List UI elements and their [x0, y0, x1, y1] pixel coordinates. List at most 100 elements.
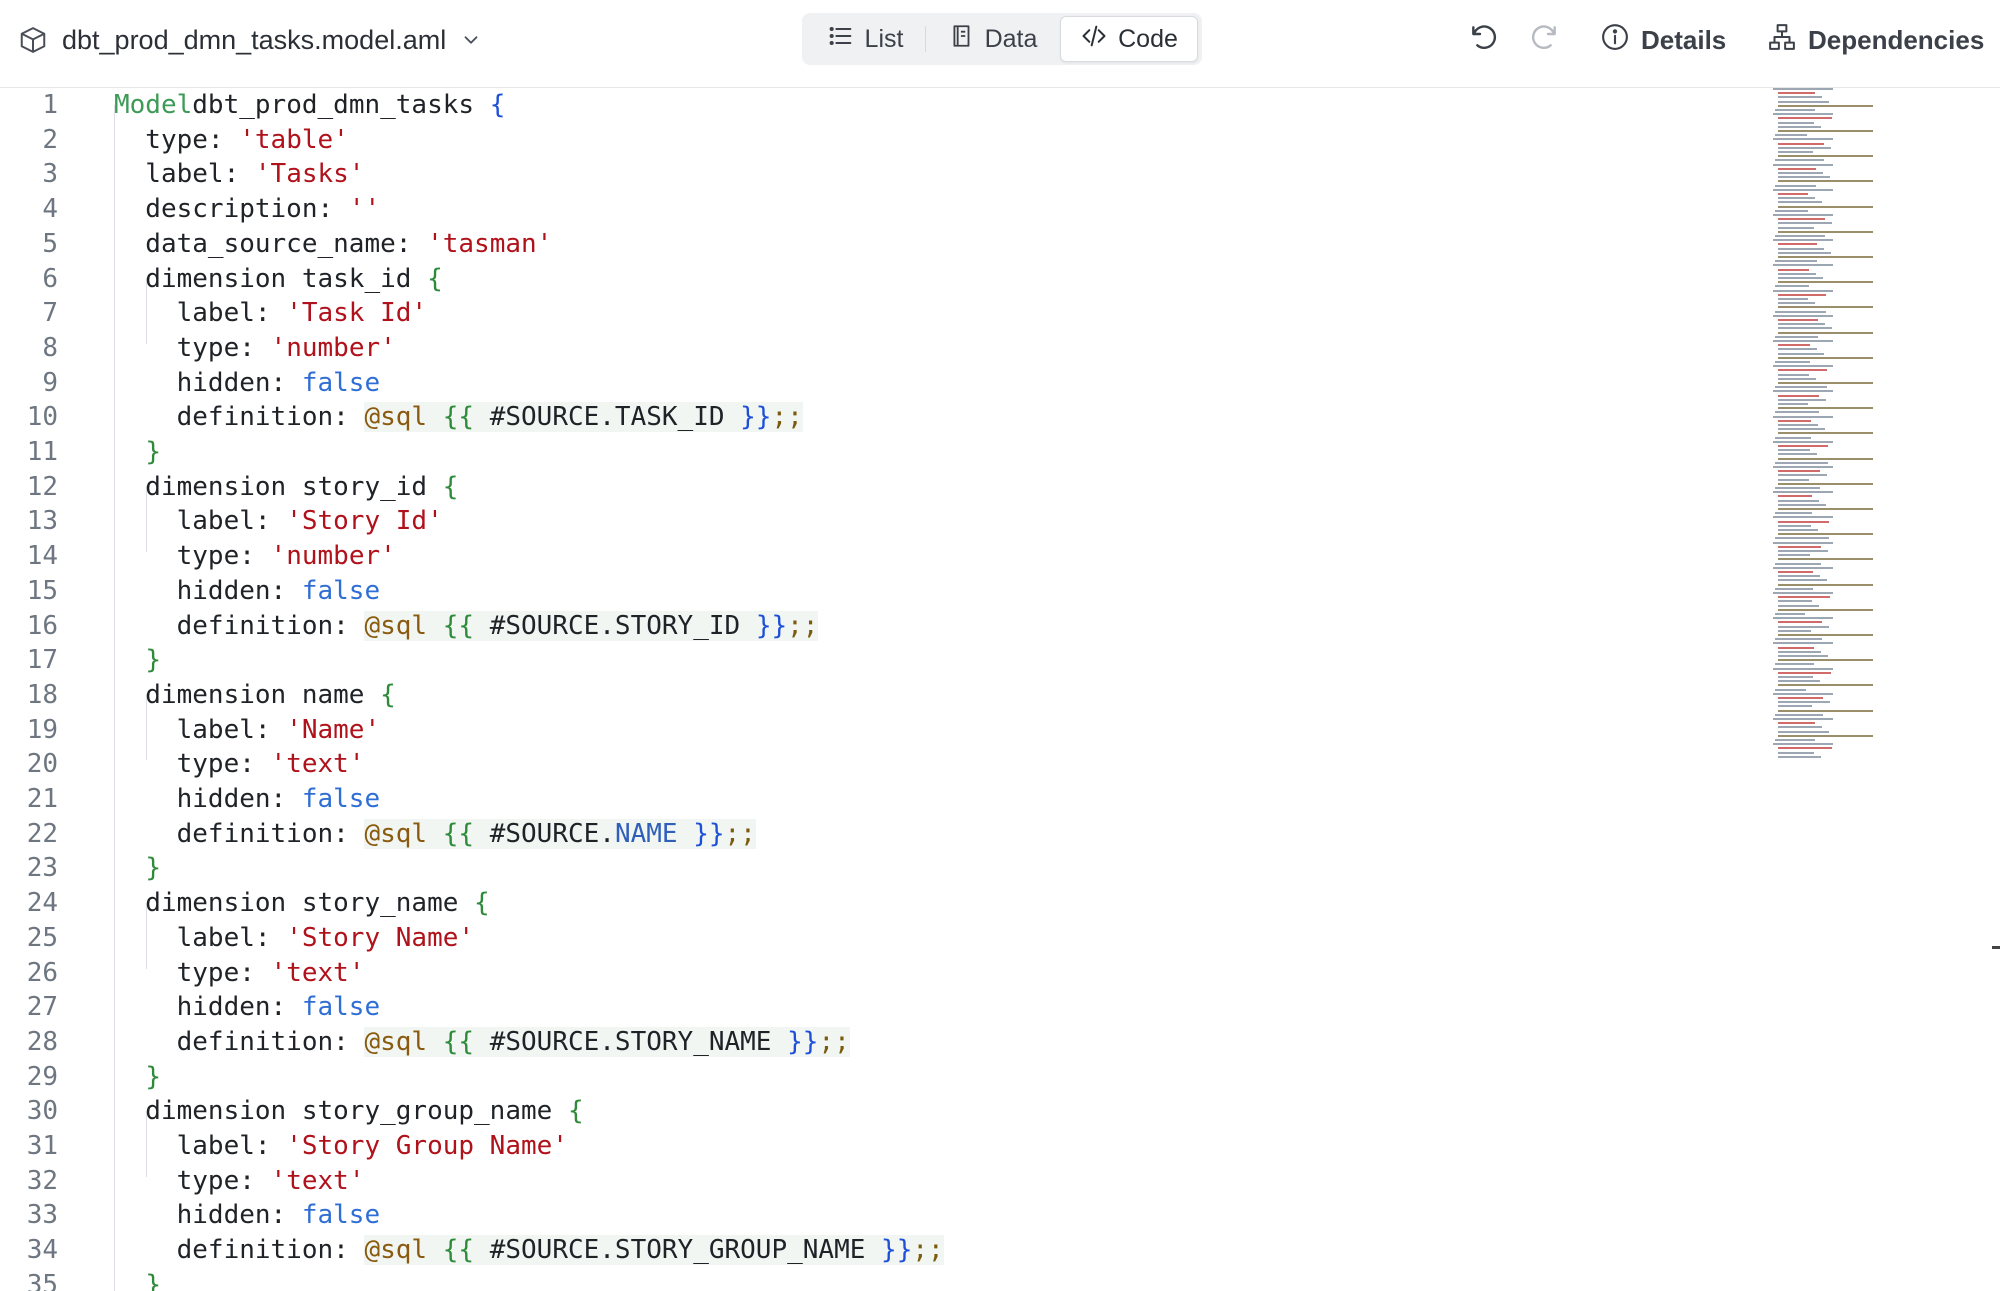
code-token: label:	[114, 506, 287, 537]
redo-icon	[1528, 22, 1560, 59]
code-token: {	[442, 471, 459, 502]
line-code: hidden: false	[114, 782, 381, 817]
code-line[interactable]: 19 label: 'Name'	[0, 713, 1760, 748]
code-line[interactable]: 29 }	[0, 1060, 1760, 1095]
code-line[interactable]: 9 hidden: false	[0, 366, 1760, 401]
minimap-line	[1778, 369, 1827, 372]
code-line[interactable]: 32 type: 'text'	[0, 1164, 1760, 1199]
minimap-line	[1775, 562, 1821, 565]
minimap-line	[1773, 642, 1833, 645]
code-line[interactable]: 22 definition: @sql {{ #SOURCE.NAME }};;	[0, 817, 1760, 852]
minimap-line	[1775, 638, 1822, 641]
code-line[interactable]: 35 }	[0, 1268, 1760, 1291]
minimap-line	[1778, 243, 1817, 246]
code-line[interactable]: 31 label: 'Story Group Name'	[0, 1129, 1760, 1164]
code-line[interactable]: 33 hidden: false	[0, 1198, 1760, 1233]
minimap-line	[1775, 260, 1817, 263]
line-code: }	[114, 1268, 161, 1291]
tab-list-label: List	[864, 24, 904, 53]
minimap-line	[1778, 373, 1809, 376]
code-line[interactable]: 11 }	[0, 435, 1760, 470]
code-line[interactable]: 17 }	[0, 643, 1760, 678]
sql-expression: @sql {{ #SOURCE.STORY_GROUP_NAME }};;	[364, 1235, 944, 1266]
code-line[interactable]: 24 dimension story_name {	[0, 886, 1760, 921]
details-button[interactable]: Details	[1600, 15, 1726, 65]
code-token: }	[145, 437, 161, 467]
minimap-line	[1778, 327, 1832, 330]
minimap-line	[1778, 428, 1825, 431]
line-code: definition: @sql {{ #SOURCE.STORY_GROUP_…	[114, 1233, 944, 1268]
line-code: label: 'Story Name'	[114, 921, 474, 956]
minimap-line	[1775, 739, 1815, 741]
minimap-line	[1778, 524, 1811, 527]
minimap-line	[1778, 180, 1873, 183]
code-line[interactable]: 25 label: 'Story Name'	[0, 921, 1760, 956]
code-line[interactable]: 5 data_source_name: 'tasman'	[0, 227, 1760, 262]
code-line[interactable]: 3 label: 'Tasks'	[0, 157, 1760, 192]
line-code: type: 'table'	[114, 123, 349, 158]
code-line[interactable]: 21 hidden: false	[0, 782, 1760, 817]
tab-list[interactable]: List	[805, 16, 925, 62]
code-line[interactable]: 10 definition: @sql {{ #SOURCE.TASK_ID }…	[0, 400, 1760, 435]
code-token: {{	[442, 1026, 475, 1057]
code-icon	[1080, 22, 1108, 57]
dependencies-button[interactable]: Dependencies	[1767, 15, 1984, 65]
code-line[interactable]: 30 dimension story_group_name {	[0, 1094, 1760, 1129]
minimap-line	[1778, 701, 1830, 704]
code-line[interactable]: 28 definition: @sql {{ #SOURCE.STORY_NAM…	[0, 1025, 1760, 1060]
minimap-line	[1778, 722, 1815, 725]
code-line[interactable]: 15 hidden: false	[0, 574, 1760, 609]
code-line[interactable]: 18 dimension name {	[0, 678, 1760, 713]
code-token: @sql	[364, 1026, 428, 1057]
code-token: 'Tasks'	[254, 159, 365, 190]
line-number: 25	[26, 922, 58, 953]
code-line[interactable]: 14 type: 'number'	[0, 539, 1760, 574]
code-line[interactable]: 20 type: 'text'	[0, 747, 1760, 782]
code-token: @sql	[364, 402, 428, 433]
chevron-down-icon[interactable]	[460, 29, 482, 51]
code-line[interactable]: 8 type: 'number'	[0, 331, 1760, 366]
minimap-line	[1778, 529, 1818, 531]
minimap[interactable]	[1770, 88, 1890, 768]
code-line[interactable]: 34 definition: @sql {{ #SOURCE.STORY_GRO…	[0, 1233, 1760, 1268]
tab-code[interactable]: Code	[1060, 16, 1198, 62]
minimap-line	[1773, 718, 1833, 720]
code-token	[114, 437, 145, 467]
code-line[interactable]: 16 definition: @sql {{ #SOURCE.STORY_ID …	[0, 609, 1760, 644]
scroll-position-marker[interactable]	[1992, 946, 2000, 949]
redo-button[interactable]	[1524, 20, 1564, 60]
minimap-line	[1775, 537, 1829, 540]
code-token	[114, 1270, 145, 1291]
file-selector[interactable]: dbt_prod_dmn_tasks.model.aml	[18, 0, 482, 80]
tab-data[interactable]: Data	[926, 16, 1060, 62]
undo-button[interactable]	[1464, 20, 1504, 60]
code-line[interactable]: 2 type: 'table'	[0, 123, 1760, 158]
line-code: data_source_name: 'tasman'	[114, 227, 552, 262]
code-token: {{	[442, 402, 475, 433]
code-line[interactable]: 13 label: 'Story Id'	[0, 504, 1760, 539]
minimap-line	[1778, 495, 1812, 498]
code-token: dimension task_id	[114, 263, 428, 294]
minimap-line	[1773, 365, 1833, 368]
code-line[interactable]: 12 dimension story_id {	[0, 470, 1760, 505]
line-code: type: 'text'	[114, 1164, 365, 1199]
code-line[interactable]: 27 hidden: false	[0, 990, 1760, 1025]
code-token: type:	[114, 957, 271, 988]
line-code: hidden: false	[114, 574, 381, 609]
code-line[interactable]: 23 }	[0, 851, 1760, 886]
code-line[interactable]: 6 dimension task_id {	[0, 262, 1760, 297]
code-line[interactable]: 4 description: ''	[0, 192, 1760, 227]
line-number: 8	[42, 332, 58, 363]
line-number: 22	[26, 818, 58, 849]
line-number: 29	[26, 1061, 58, 1092]
code-line[interactable]: 26 type: 'text'	[0, 956, 1760, 991]
minimap-line	[1778, 734, 1873, 737]
minimap-line	[1778, 121, 1814, 124]
minimap-line	[1778, 671, 1831, 674]
code-token: @sql	[364, 818, 428, 849]
code-line[interactable]: 7 label: 'Task Id'	[0, 296, 1760, 331]
minimap-line	[1775, 310, 1826, 313]
minimap-line	[1773, 138, 1833, 141]
